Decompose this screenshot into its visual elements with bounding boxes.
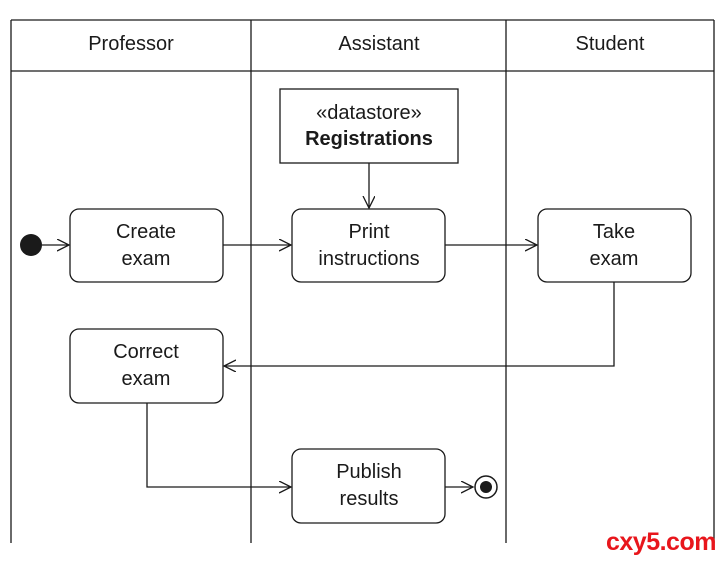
action-correct-exam: Correct exam: [69, 328, 224, 404]
action-label-line2: exam: [122, 368, 171, 390]
action-label-line2: instructions: [318, 248, 419, 270]
action-take-exam: Take exam: [537, 208, 692, 283]
action-label-line1: Correct: [113, 341, 179, 363]
action-label-line2: results: [340, 488, 399, 510]
swimlane-frame: [10, 19, 715, 543]
lane-title-assistant: Assistant: [338, 33, 420, 55]
datastore-box: [279, 88, 459, 164]
action-label-line1: Print: [348, 221, 390, 243]
action-label-line1: Publish: [336, 461, 402, 483]
action-label-line1: Create: [116, 221, 176, 243]
action-create-exam: Create exam: [69, 208, 224, 283]
lane-title-professor: Professor: [88, 33, 174, 55]
action-box: [291, 208, 446, 283]
datastore-stereotype: «datastore»: [316, 102, 422, 124]
flow-correct-to-publish: [146, 403, 291, 487]
flow-take-to-correct: [224, 282, 615, 366]
action-label-line1: Take: [593, 221, 635, 243]
lane-title-student: Student: [576, 33, 645, 55]
action-publish-results: Publish results: [291, 448, 446, 524]
datastore-name: Registrations: [305, 128, 433, 150]
watermark-logo: cxy5.com: [606, 528, 716, 556]
action-label-line2: exam: [590, 248, 639, 270]
action-print-instructions: Print instructions: [291, 208, 446, 283]
final-node: [474, 475, 498, 499]
action-label-line2: exam: [122, 248, 171, 270]
final-node-dot: [480, 481, 492, 493]
action-box: [69, 208, 224, 283]
initial-node: [20, 234, 42, 256]
datastore-node: «datastore» Registrations: [279, 88, 459, 164]
action-box: [537, 208, 692, 283]
